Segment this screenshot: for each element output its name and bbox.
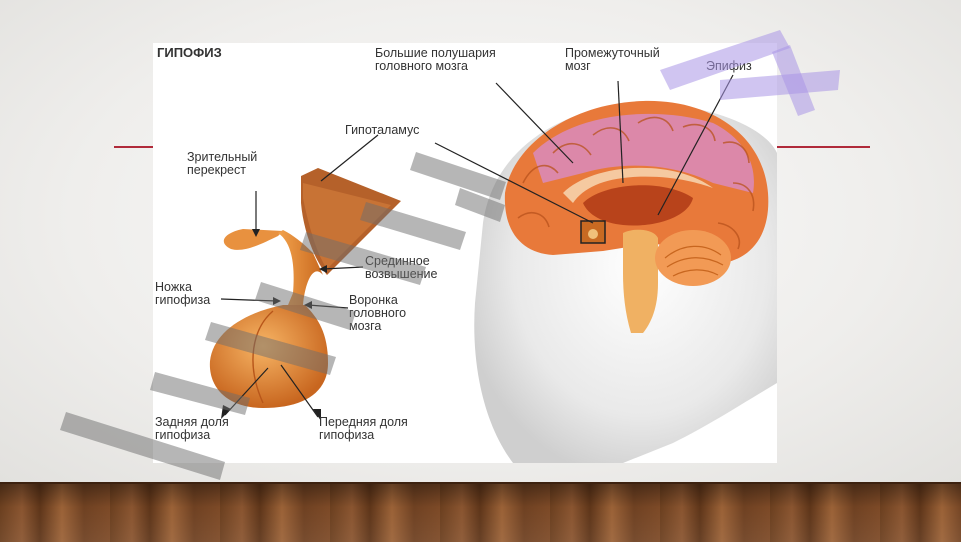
label-epiphysis: Эпифиз [706, 59, 752, 73]
brainstem [623, 229, 658, 333]
label-anterior-lobe-line1: Передняя доля [319, 415, 408, 429]
label-anterior-lobe-line2: гипофиза [319, 428, 375, 442]
label-hemispheres-line2: головного мозга [375, 59, 468, 73]
accent-line-left [114, 146, 156, 148]
brain-gyri [517, 116, 755, 250]
diencephalon [583, 185, 693, 226]
label-diencephalon-line2: мозг [565, 59, 591, 73]
label-optic-chiasm-line2: перекрест [187, 163, 246, 177]
accent-line-right [777, 146, 870, 148]
label-infundibulum-line1: Воронка [349, 293, 398, 307]
label-diencephalon-line1: Промежуточный [565, 46, 660, 60]
brain-cortex-pink [533, 113, 754, 193]
label-pituitary-stalk-line1: Ножка [155, 280, 192, 294]
label-infundibulum-line3: мозга [349, 319, 382, 333]
diagram-title: ГИПОФИЗ [157, 45, 222, 60]
label-median-eminence-line2: возвышение [365, 267, 438, 281]
label-posterior-lobe-line2: гипофиза [155, 428, 211, 442]
optic-chiasm [223, 229, 283, 250]
label-pituitary-stalk-line2: гипофиза [155, 293, 211, 307]
label-infundibulum-line2: головного [349, 306, 407, 320]
diagram-card: ГИПОФИЗ Большие полушария головного мозг… [153, 43, 777, 463]
wooden-floor [0, 482, 961, 542]
pituitary-illustration [209, 74, 777, 463]
pituitary-gland [209, 305, 328, 408]
corpus-callosum [563, 167, 713, 203]
label-optic-chiasm-line1: Зрительный [187, 150, 258, 164]
label-hypothalamus: Гипоталамус [345, 123, 420, 137]
cerebellum-folia [664, 245, 724, 277]
label-hemispheres-line1: Большие полушария [375, 46, 496, 60]
